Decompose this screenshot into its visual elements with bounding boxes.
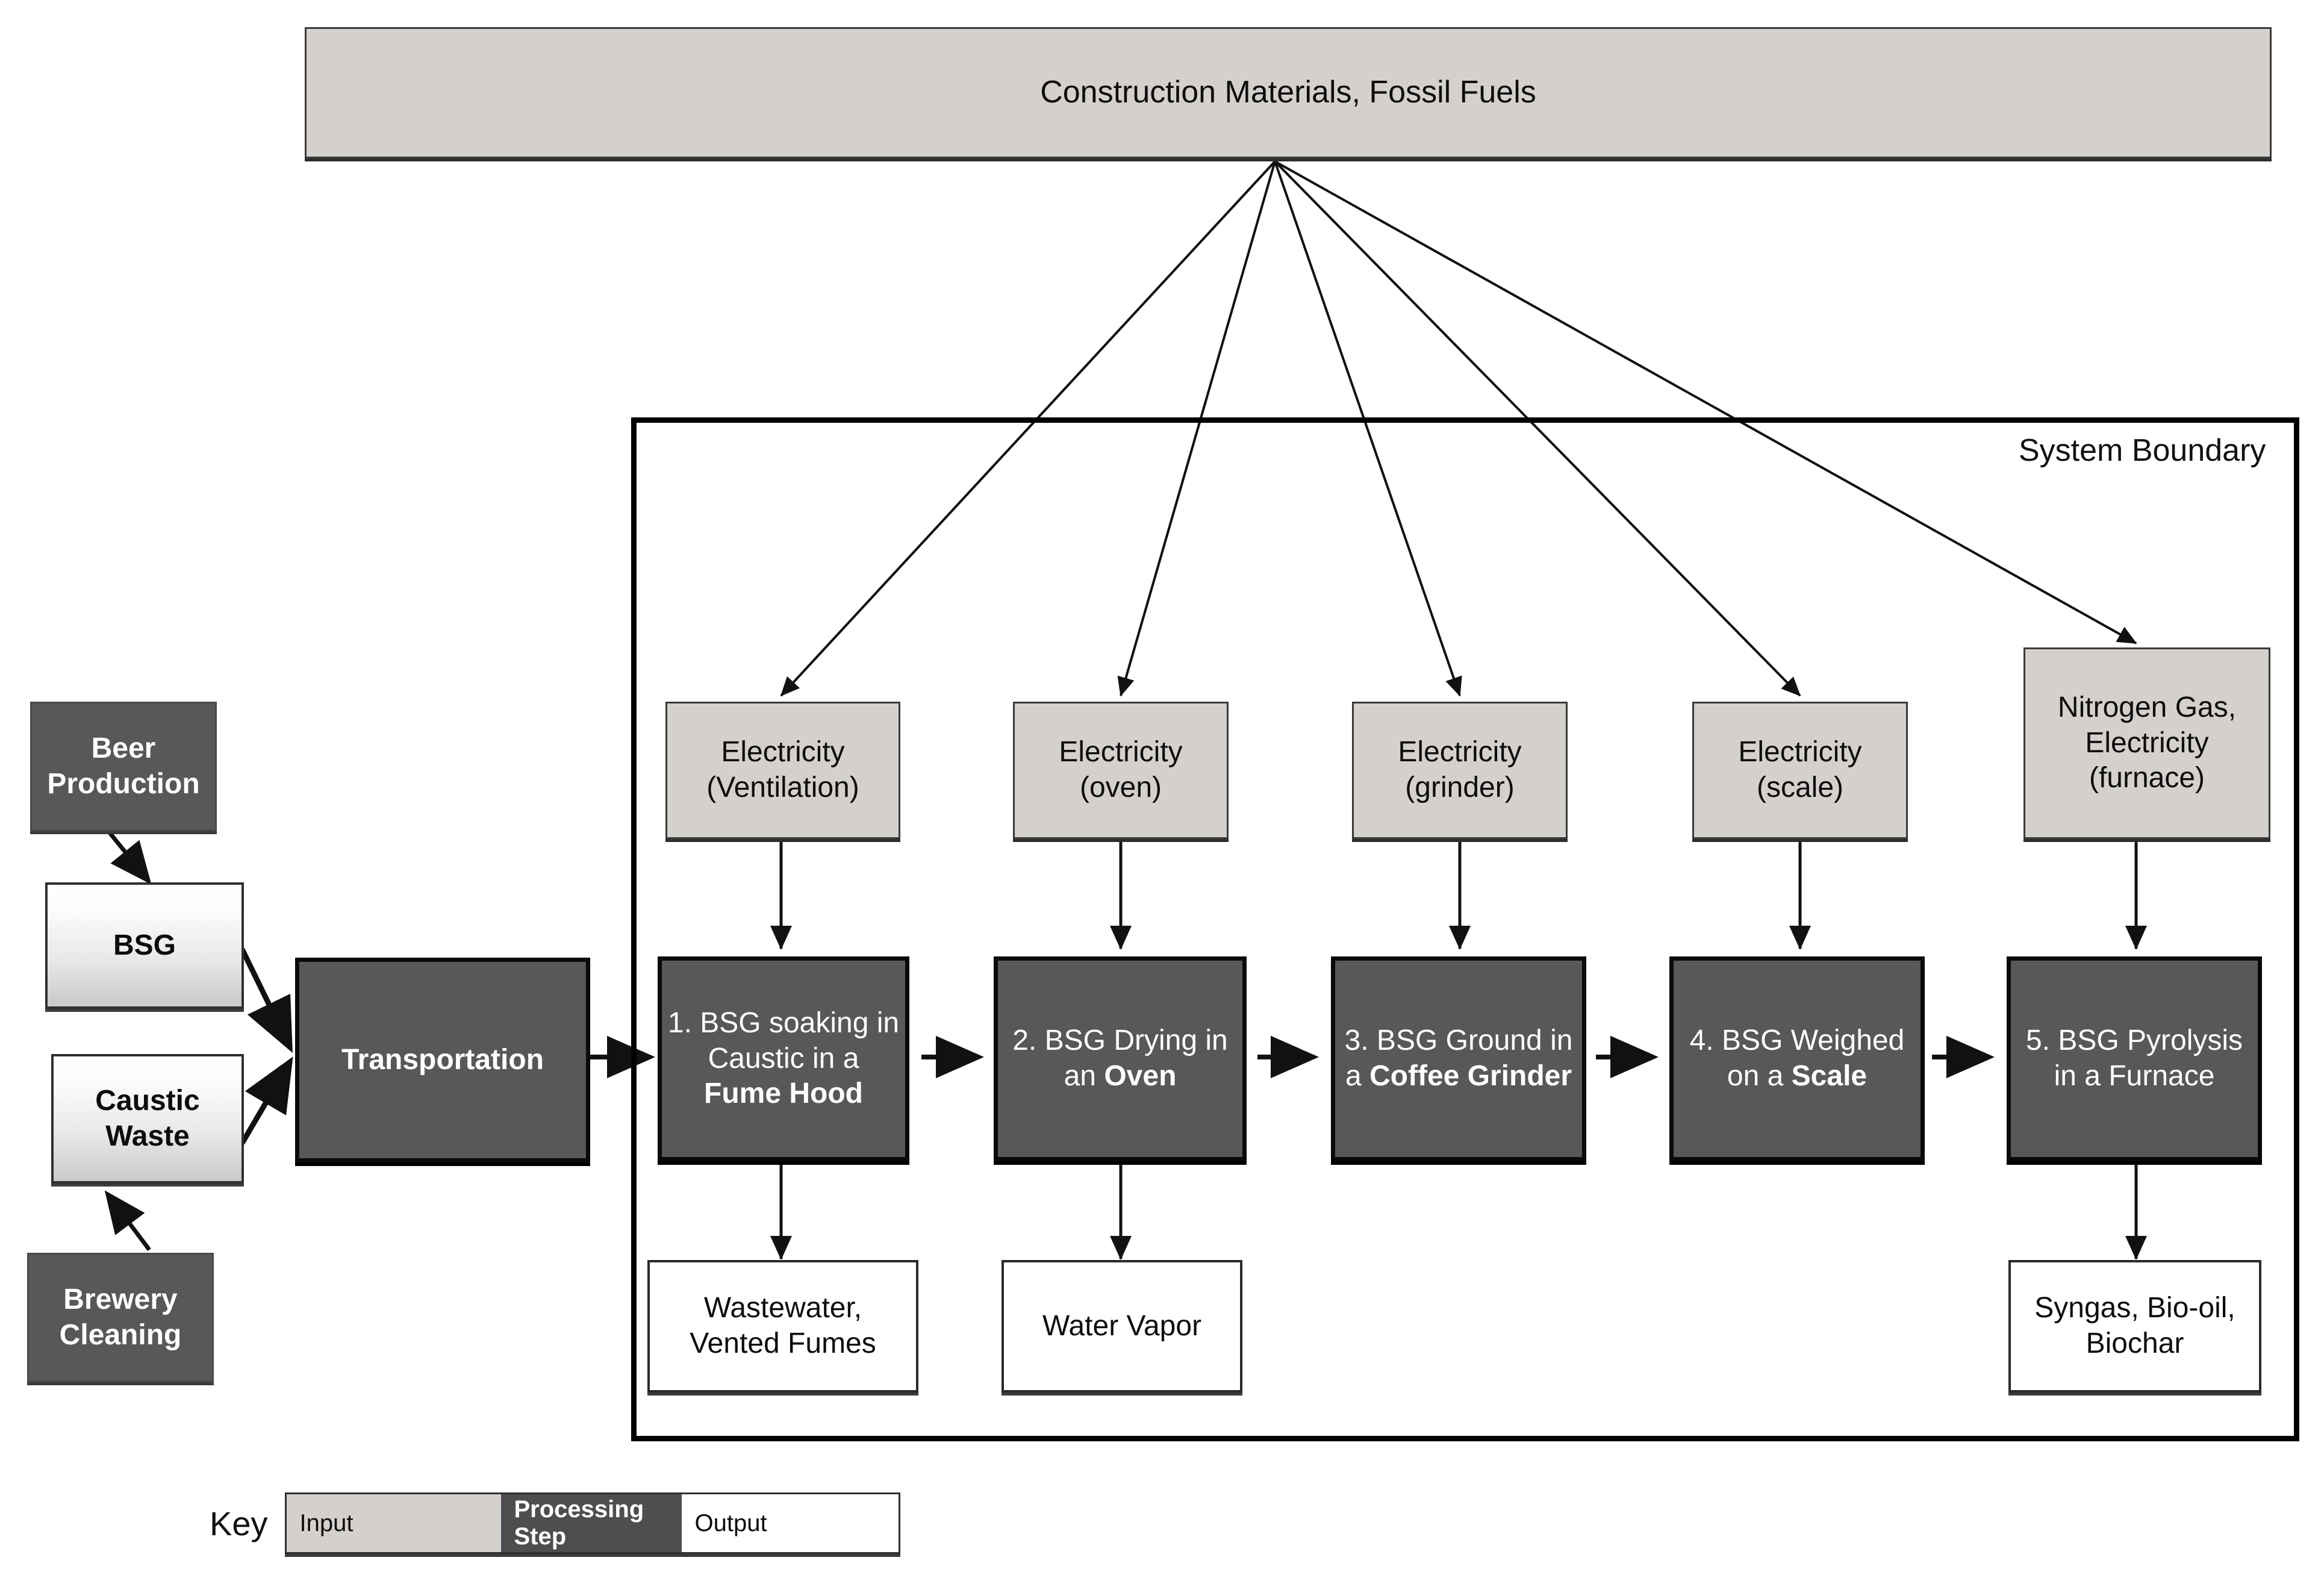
step-1-box: 1. BSG soaking in Caustic in a Fume Hood (658, 956, 909, 1161)
step-5-box: 5. BSG Pyrolysis in a Furnace (2007, 956, 2262, 1161)
step-4-text: 4. BSG Weighed on a Scale (1690, 1023, 1905, 1094)
step-2-number: 2. (1012, 1025, 1037, 1057)
beer-production-box: Beer Production (30, 702, 217, 831)
construction-materials-box: Construction Materials, Fossil Fuels (305, 27, 2272, 158)
step-2-box: 2. BSG Drying in an Oven (994, 956, 1247, 1161)
key-cell-output: Output (681, 1494, 899, 1552)
system-boundary-label: System Boundary (2019, 433, 2266, 468)
step-2-body: BSG Drying in an (1044, 1025, 1228, 1092)
step-5-body: BSG Pyrolysis in a Furnace (2054, 1025, 2243, 1092)
step-4-emphasis: Scale (1791, 1060, 1868, 1092)
step-3-text: 3. BSG Ground in a Coffee Grinder (1345, 1023, 1573, 1094)
output-syngas-box: Syngas, Bio-oil, Biochar (2008, 1260, 2261, 1393)
step-5-number: 5. (2025, 1025, 2050, 1057)
step-4-number: 4. (1689, 1025, 1714, 1057)
step-3-number: 3. (1344, 1025, 1369, 1057)
input-nitrogen-furnace-box: Nitrogen Gas, Electricity (furnace) (2023, 647, 2270, 839)
step-4-body: BSG Weighed on a (1722, 1025, 1905, 1092)
brewery-cleaning-box: Brewery Cleaning (27, 1253, 214, 1382)
step-1-emphasis: Fume Hood (704, 1078, 863, 1110)
step-1-text: 1. BSG soaking in Caustic in a Fume Hood (668, 1006, 899, 1112)
transportation-box: Transportation (295, 958, 590, 1162)
key-legend: Key Input Processing Step Output (210, 1492, 900, 1554)
input-electricity-ventilation-box: Electricity (Ventilation) (665, 702, 900, 839)
step-2-text: 2. BSG Drying in an Oven (1012, 1023, 1227, 1094)
step-3-box: 3. BSG Ground in a Coffee Grinder (1331, 956, 1586, 1161)
system-boundary-rect (631, 417, 2299, 1441)
step-5-text: 5. BSG Pyrolysis in a Furnace (2026, 1023, 2243, 1094)
step-3-body: BSG Ground in a (1345, 1025, 1573, 1092)
caustic-waste-box: Caustic Waste (51, 1054, 244, 1184)
input-electricity-grinder-box: Electricity (grinder) (1352, 702, 1568, 839)
key-cell-input: Input (286, 1494, 501, 1552)
input-electricity-oven-box: Electricity (oven) (1013, 702, 1229, 839)
step-1-number: 1. (667, 1007, 692, 1040)
key-strip: Input Processing Step Output (284, 1492, 900, 1554)
output-wastewater-box: Wastewater, Vented Fumes (647, 1260, 918, 1393)
bsg-box: BSG (45, 882, 244, 1009)
merge-arrows (239, 948, 293, 1145)
step-4-box: 4. BSG Weighed on a Scale (1669, 956, 1925, 1161)
step-3-emphasis: Coffee Grinder (1369, 1060, 1572, 1092)
output-water-vapor-box: Water Vapor (1002, 1260, 1242, 1393)
step-2-emphasis: Oven (1104, 1060, 1177, 1092)
key-label: Key (210, 1504, 268, 1542)
step-1-body: BSG soaking in Caustic in a (700, 1007, 900, 1074)
key-cell-processing-step: Processing Step (500, 1494, 682, 1552)
input-electricity-scale-box: Electricity (scale) (1692, 702, 1908, 839)
